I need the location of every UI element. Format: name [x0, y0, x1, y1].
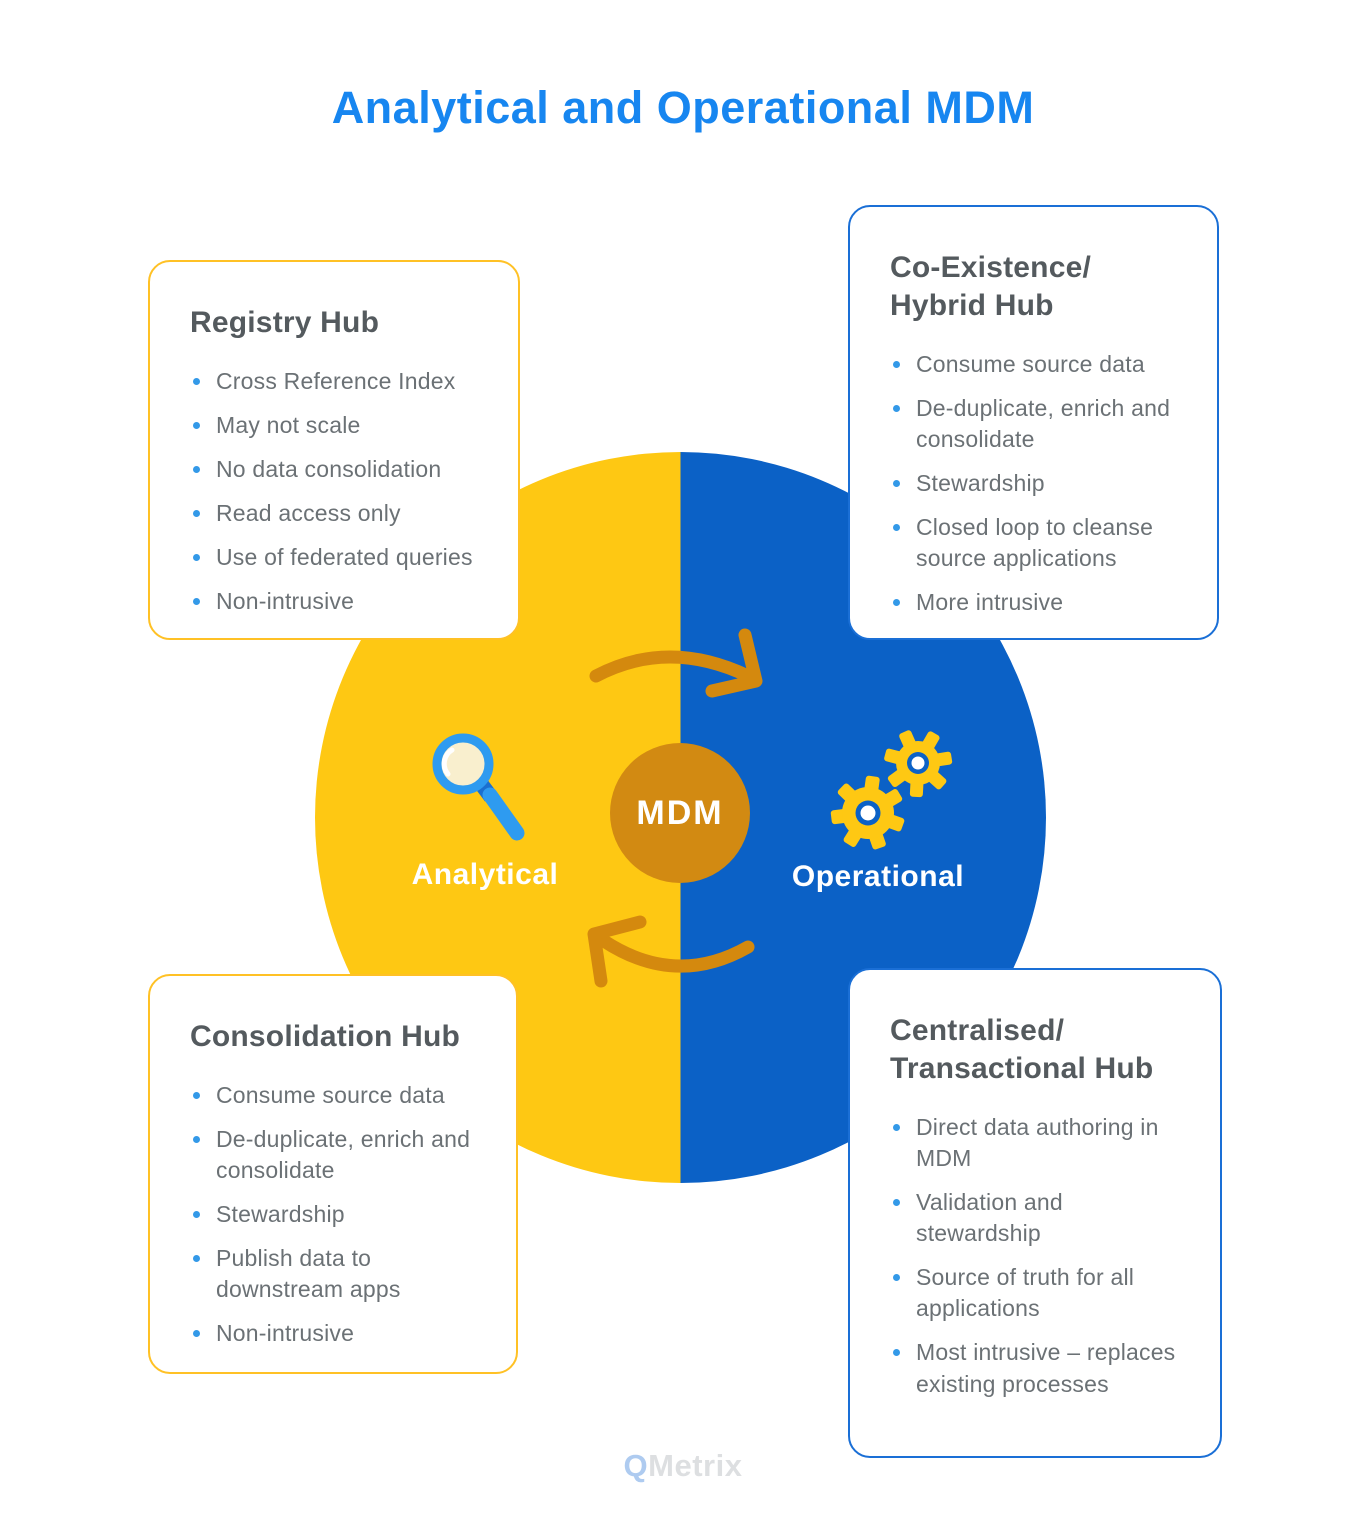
bullet-item: Closed loop to cleanse source applicatio…: [890, 512, 1191, 574]
card-bullet-list: Direct data authoring in MDM Validation …: [890, 1112, 1194, 1399]
mdm-label: MDM: [636, 793, 724, 832]
card-registry-hub: Registry Hub Cross Reference Index May n…: [148, 260, 520, 640]
bullet-item: Stewardship: [890, 468, 1191, 499]
operational-label: Operational: [791, 860, 965, 893]
bullet-item: Most intrusive – replaces existing proce…: [890, 1337, 1194, 1399]
bullet-item: De-duplicate, enrich and consolidate: [890, 393, 1191, 455]
card-bullet-list: Consume source data De-duplicate, enrich…: [890, 349, 1191, 618]
cycle-arrow-left-icon: [587, 915, 755, 988]
card-centralised-transactional-hub: Centralised/ Transactional Hub Direct da…: [848, 968, 1222, 1458]
bullet-item: More intrusive: [890, 587, 1191, 618]
mdm-badge: MDM: [610, 743, 750, 883]
bullet-item: Cross Reference Index: [190, 366, 492, 397]
card-bullet-list: Cross Reference Index May not scale No d…: [190, 366, 492, 617]
bullet-item: Publish data to downstream apps: [190, 1243, 490, 1305]
card-title: Centralised/ Transactional Hub: [890, 1014, 1154, 1086]
bullet-item: May not scale: [190, 410, 492, 441]
bullet-item: Direct data authoring in MDM: [890, 1112, 1194, 1174]
card-title: Consolidation Hub: [190, 1020, 461, 1053]
qmetrix-logo-q: Q: [623, 1448, 649, 1483]
card-title: Registry Hub: [190, 306, 380, 339]
bullet-item: Non-intrusive: [190, 586, 492, 617]
page-title: Analytical and Operational MDM: [331, 82, 1035, 133]
bullet-item: Stewardship: [190, 1199, 490, 1230]
cycle-arrow-right-icon: [589, 628, 763, 698]
bullet-item: Validation and stewardship: [890, 1187, 1194, 1249]
bullet-item: Use of federated queries: [190, 542, 492, 573]
card-coexistence-hybrid-hub: Co-Existence/ Hybrid Hub Consume source …: [848, 205, 1219, 640]
bullet-item: Non-intrusive: [190, 1318, 490, 1349]
bullet-item: Consume source data: [190, 1080, 490, 1111]
bullet-item: Read access only: [190, 498, 492, 529]
card-title: Co-Existence/ Hybrid Hub: [890, 251, 1091, 323]
analytical-label: Analytical: [411, 858, 559, 891]
qmetrix-logo-text: Metrix: [648, 1448, 743, 1483]
card-consolidation-hub: Consolidation Hub Consume source data De…: [148, 974, 518, 1374]
bullet-item: No data consolidation: [190, 454, 492, 485]
bullet-item: De-duplicate, enrich and consolidate: [190, 1124, 490, 1186]
bullet-item: Consume source data: [890, 349, 1191, 380]
gears-icon: [830, 730, 953, 850]
card-bullet-list: Consume source data De-duplicate, enrich…: [190, 1080, 490, 1349]
qmetrix-logo: QMetrix: [0, 1448, 1366, 1484]
magnifier-icon: [432, 733, 525, 841]
bullet-item: Source of truth for all applications: [890, 1262, 1194, 1324]
